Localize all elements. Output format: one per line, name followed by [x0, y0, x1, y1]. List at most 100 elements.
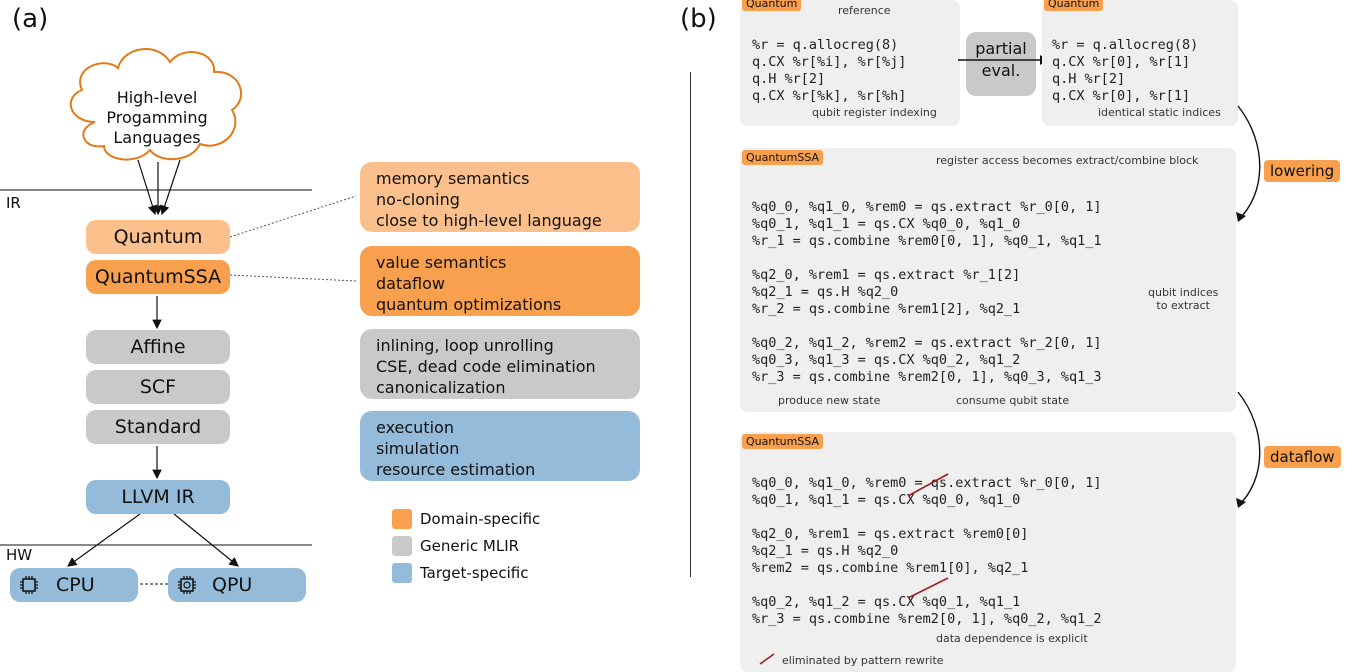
code-block-bottom: %q0_0, %q1_0, %rem0 = qs.extract %r_0[0,… [752, 458, 1102, 645]
info-box-quantum: memory semantics no-cloning close to hig… [360, 162, 640, 232]
note-consume-state: consume qubit state [956, 394, 1070, 407]
info-line: quantum optimizations [376, 295, 562, 314]
quantum-chip-icon [178, 576, 196, 594]
cloud-line-2: Progamming [106, 108, 208, 127]
partial-eval-box [966, 32, 1036, 96]
legend-domain: Domain-specific [420, 510, 541, 528]
node-scf: SCF [86, 370, 230, 404]
code-line: q.H %r[2] [752, 71, 826, 87]
dialect-tag: Quantum [742, 0, 802, 11]
code-box-quantumssa-lowered [740, 148, 1236, 412]
code-line: q.CX %r[%k], %r[%h] [752, 88, 907, 104]
code-line [752, 318, 1102, 335]
info-line: simulation [376, 439, 460, 458]
code-box-quantum-static [1042, 0, 1238, 126]
cloud-line-3: Languages [113, 128, 201, 147]
code-line: %q0_0, %q1_0, %rem0 = qs.extract %r_0[0,… [752, 475, 1102, 491]
eliminated-strikes [907, 473, 949, 598]
code-line: %r_3 = qs.combine %rem2[0, 1], %q0_3, %q… [752, 369, 1102, 385]
code-line: q.H %r[2] [1052, 71, 1126, 87]
info-line: close to high-level language [376, 211, 602, 230]
code-line: %r_3 = qs.combine %rem2[0, 1], %q0_2, %q… [752, 611, 1102, 627]
info-box-generic: inlining, loop unrolling CSE, dead code … [360, 329, 640, 399]
node-quantum: Quantum [86, 220, 230, 254]
hw-label: HW [6, 546, 33, 564]
partial-eval-arrow [958, 55, 1048, 65]
note-reference: reference [838, 4, 891, 17]
code-line: q.CX %r[0], %r[1] [1052, 54, 1191, 70]
node-affine: Affine [86, 330, 230, 364]
node-llvm-ir: LLVM IR [86, 480, 230, 514]
code-block-top-right: %r = q.allocreg(8)q.CX %r[0], %r[1]q.H %… [1052, 20, 1198, 122]
info-line: execution [376, 418, 454, 437]
note-data-dependence: data dependence is explicit [936, 632, 1088, 645]
info-line: value semantics [376, 253, 507, 272]
code-line: %q2_1 = qs.H %q2_0 [752, 284, 899, 300]
code-line: %q0_1, %q1_1 = qs.CX %q0_0, %q1_0 [752, 216, 1021, 232]
cloud-line-1: High-level [116, 88, 198, 107]
code-line: %q0_3, %q1_3 = qs.CX %q0_2, %q1_2 [752, 352, 1021, 368]
strike-legend-icon [759, 653, 775, 665]
info-line: CSE, dead code elimination [376, 357, 596, 376]
code-line: %q2_0, %rem1 = qs.extract %rem0[0] [752, 526, 1029, 542]
code-line: %r_1 = qs.combine %rem0[0, 1], %q0_1, %q… [752, 233, 1102, 249]
legend-swatch-target [392, 563, 412, 583]
code-line: q.CX %r[%i], %r[%j] [752, 54, 907, 70]
code-line: q.CX %r[0], %r[1] [1052, 88, 1191, 104]
node-qpu: QPU [168, 568, 306, 602]
cloud-text: High-level Progamming Languages [92, 88, 222, 148]
panel-divider [690, 72, 691, 577]
dialect-tag: Quantum [1044, 0, 1104, 11]
partial-eval-line-2: eval. [981, 61, 1021, 80]
panel-a-connectors [0, 48, 357, 585]
note-line: to extract [1156, 299, 1210, 312]
code-line: %q2_1 = qs.H %q2_0 [752, 543, 899, 559]
note-register-access: register access becomes extract/combine … [936, 154, 1199, 167]
lowering-label: lowering [1264, 160, 1341, 182]
legend-swatch-generic [392, 536, 412, 556]
info-line: canonicalization [376, 378, 506, 397]
code-block-top-left: %r = q.allocreg(8)q.CX %r[%i], %r[%j]q.H… [752, 20, 906, 122]
info-line: dataflow [376, 274, 445, 293]
code-line: %r_2 = qs.combine %rem1[2], %q2_1 [752, 301, 1021, 317]
node-standard: Standard [86, 410, 230, 444]
info-box-target: execution simulation resource estimation [360, 411, 640, 481]
legend-swatch-domain [392, 509, 412, 529]
legend-target: Target-specific [420, 564, 529, 582]
code-line: %r = q.allocreg(8) [752, 37, 899, 53]
partial-eval-line-1: partial [975, 39, 1027, 58]
note-qubit-indices: qubit indices to extract [1148, 286, 1218, 312]
code-line: %rem2 = qs.combine %rem1[0], %q2_1 [752, 560, 1029, 576]
code-line: %q0_2, %q1_2, %rem2 = qs.extract %r_2[0,… [752, 335, 1102, 351]
panel-b-label: (b) [680, 4, 717, 34]
partial-eval-label: partial eval. [972, 38, 1030, 82]
caption-register-indexing: qubit register indexing [812, 106, 937, 119]
code-line: %r = q.allocreg(8) [1052, 37, 1199, 53]
code-line: %q2_0, %rem1 = qs.extract %r_1[2] [752, 267, 1021, 283]
code-line: %q0_2, %q1_2 = qs.CX %q0_1, %q1_1 [752, 594, 1021, 610]
code-box-quantum-indexed [740, 0, 960, 126]
info-box-quantumssa: value semantics dataflow quantum optimiz… [360, 246, 640, 316]
info-line: resource estimation [376, 460, 536, 479]
info-line: memory semantics [376, 169, 530, 188]
caption-static-indices: identical static indices [1098, 106, 1221, 119]
ir-label: IR [6, 194, 21, 212]
chip-icon [20, 576, 38, 594]
node-cpu: CPU [10, 568, 138, 602]
lowering-arrow [1236, 105, 1261, 222]
info-line: inlining, loop unrolling [376, 336, 554, 355]
code-line: %q0_0, %q1_0, %rem0 = qs.extract %r_0[0,… [752, 199, 1102, 215]
code-block-middle: %q0_0, %q1_0, %rem0 = qs.extract %r_0[0,… [752, 182, 1102, 403]
dataflow-arrow [1236, 391, 1261, 508]
info-line: no-cloning [376, 190, 460, 209]
note-line: qubit indices [1148, 286, 1219, 299]
dialect-tag: QuantumSSA [742, 434, 824, 449]
panel-a-label: (a) [12, 4, 49, 34]
legend-generic: Generic MLIR [420, 537, 520, 555]
code-line: %q0_1, %q1_1 = qs.CX %q0_0, %q1_0 [752, 492, 1021, 508]
qpu-label: QPU [212, 574, 253, 596]
code-line [752, 250, 1102, 267]
cpu-label: CPU [56, 574, 95, 596]
cloud-shape [69, 48, 243, 161]
node-quantumssa: QuantumSSA [86, 260, 230, 294]
